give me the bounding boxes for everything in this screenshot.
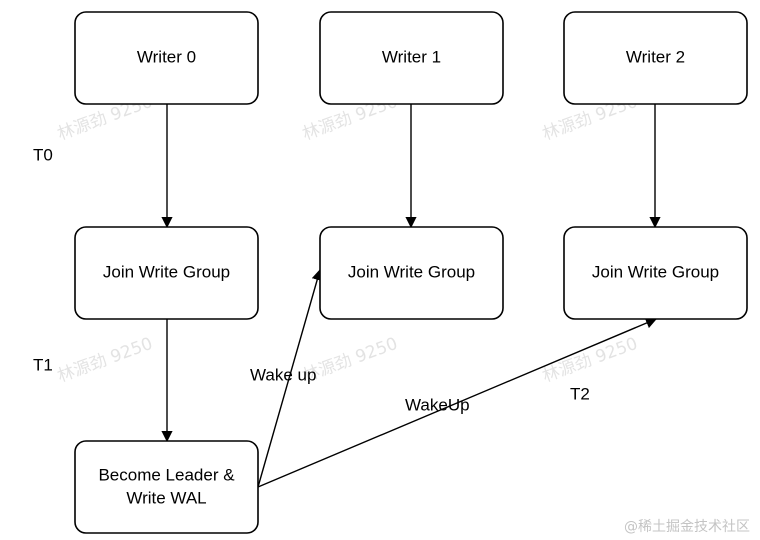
node-join-group-2-label: Join Write Group bbox=[592, 262, 719, 281]
site-watermark: @稀土掘金技术社区 bbox=[624, 519, 750, 535]
node-become-leader-line-1: Become Leader & bbox=[98, 465, 235, 484]
node-writer-2: Writer 2 bbox=[563, 11, 748, 105]
node-join-group-1: Join Write Group bbox=[319, 226, 504, 320]
edge-label-wakeup: WakeUp bbox=[405, 395, 470, 414]
node-writer-1: Writer 1 bbox=[319, 11, 504, 105]
time-label-t1: T1 bbox=[33, 355, 53, 374]
node-writer-0: Writer 0 bbox=[74, 11, 259, 105]
watermark-author-4: 林源劲 9250 bbox=[55, 334, 156, 387]
node-writer-0-label: Writer 0 bbox=[137, 47, 196, 66]
time-label-t2: T2 bbox=[570, 384, 590, 403]
node-join-group-0-label: Join Write Group bbox=[103, 262, 230, 281]
node-writer-1-label: Writer 1 bbox=[382, 47, 441, 66]
node-writer-2-label: Writer 2 bbox=[626, 47, 685, 66]
edge-wake-up-join1 bbox=[257, 268, 323, 488]
node-become-leader-line-2: Write WAL bbox=[126, 488, 206, 507]
edge-layer bbox=[161, 104, 661, 488]
edge-wakeup-join2 bbox=[257, 317, 658, 488]
edge-label-wake-up: Wake up bbox=[250, 365, 316, 384]
node-become-leader: Become Leader & Write WAL bbox=[74, 440, 259, 534]
watermark-author-6: 林源劲 9250 bbox=[540, 334, 641, 387]
node-join-group-2: Join Write Group bbox=[563, 226, 748, 320]
node-join-group-0: Join Write Group bbox=[74, 226, 259, 320]
node-join-group-1-label: Join Write Group bbox=[348, 262, 475, 281]
time-label-t0: T0 bbox=[33, 145, 53, 164]
